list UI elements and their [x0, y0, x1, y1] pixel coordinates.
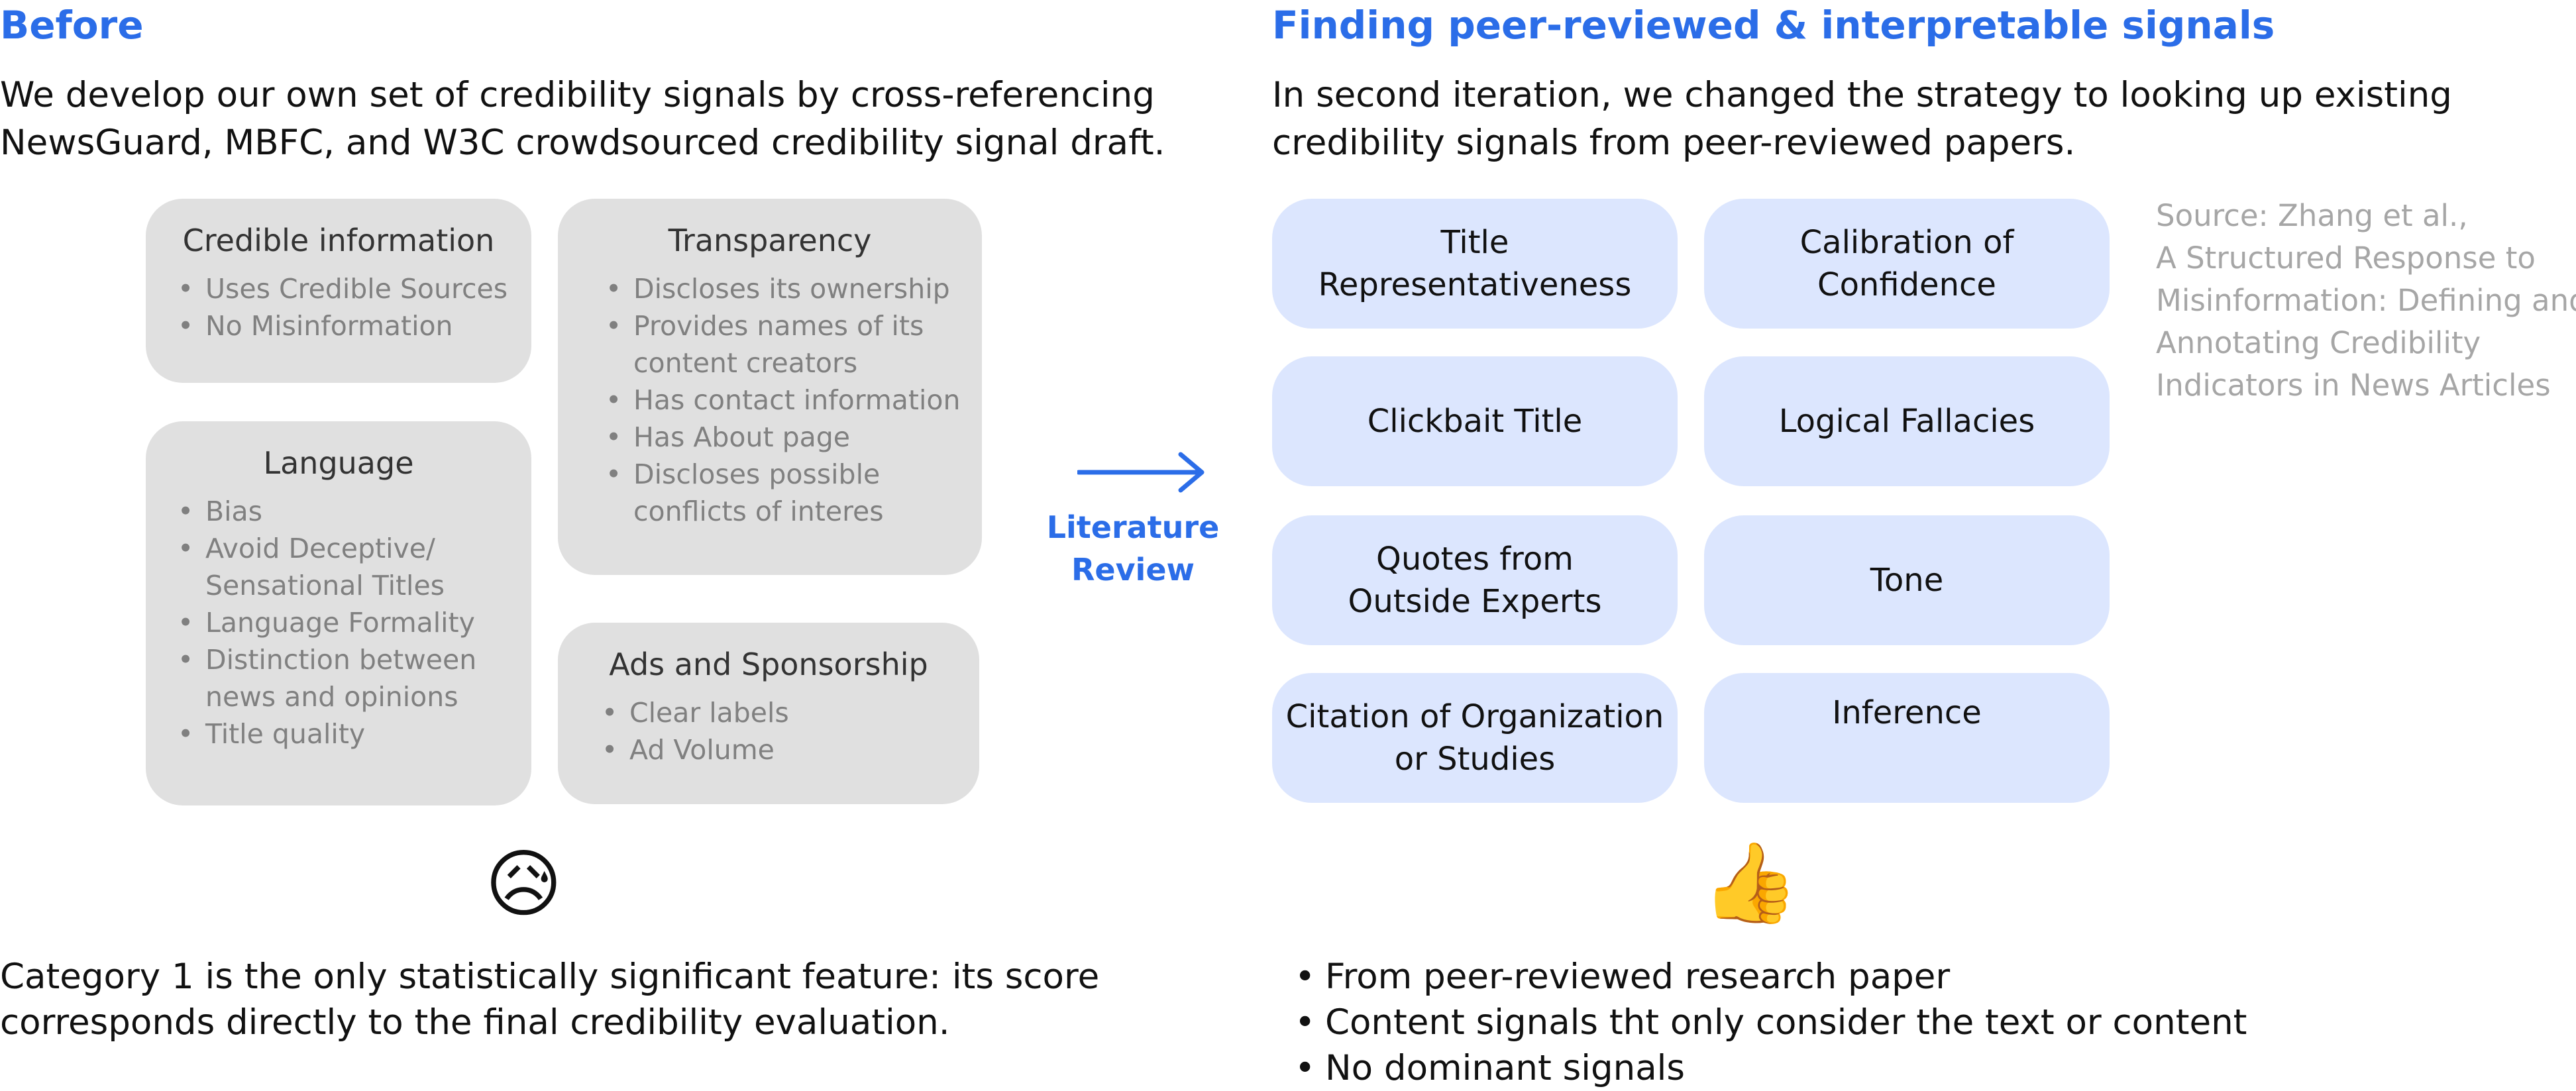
summary-line: corresponds directly to the final credib… — [0, 1002, 950, 1043]
signal-label: Calibration of Confidence — [1800, 221, 2014, 306]
source-line: A Structured Response to — [2156, 240, 2536, 276]
list-item-continuation: Sensational Titles — [205, 570, 445, 601]
box-list: Discloses its ownership Provides names o… — [558, 270, 982, 530]
source-citation: Source: Zhang et al., A Structured Respo… — [2156, 195, 2576, 407]
source-line: Source: Zhang et al., — [2156, 198, 2468, 233]
list-item: Clear labels — [602, 694, 979, 731]
list-item: Distinction between — [178, 641, 531, 678]
list-item: Title quality — [178, 715, 531, 753]
left-intro-line: NewsGuard, MBFC, and W3C crowdsourced cr… — [0, 123, 1165, 163]
list-item: Uses Credible Sources — [178, 270, 531, 307]
signal-line: Calibration of — [1799, 224, 2014, 261]
signal-line: Quotes from — [1376, 541, 1574, 578]
signal-label: Tone — [1870, 562, 1944, 599]
source-line: Annotating Credibility — [2156, 325, 2481, 360]
left-summary: Category 1 is the only statistically sig… — [0, 954, 1099, 1045]
list-item: Discloses possible — [606, 456, 982, 493]
list-item: No Misinformation — [178, 307, 531, 344]
list-item: Content signals tht only consider the te… — [1272, 1000, 2247, 1045]
list-item: No dominant signals — [1272, 1045, 2247, 1091]
thumbs-up-emoji: 👍 — [1701, 837, 1799, 928]
list-item: Has contact information — [606, 382, 982, 419]
signal-box-clickbait-title: Clickbait Title — [1272, 356, 1678, 486]
box-title: Transparency — [668, 223, 872, 258]
signal-line: Representativeness — [1318, 266, 1632, 303]
list-item-continuation: news and opinions — [205, 681, 458, 713]
literature-review-label: Literature Review — [1034, 506, 1232, 591]
list-item: Bias — [178, 493, 531, 530]
signal-box-inference: Inference — [1704, 673, 2110, 803]
list-item: Provides names of its — [606, 307, 982, 344]
signal-box-calibration-of-confidence: Calibration of Confidence — [1704, 199, 2110, 329]
signal-line: Outside Experts — [1348, 583, 1602, 620]
list-item-continuation: conflicts of interes — [633, 495, 884, 527]
list-item-continuation: content creators — [633, 347, 858, 379]
arrow-label-line: Literature — [1046, 509, 1220, 545]
signal-line: Confidence — [1817, 266, 1996, 303]
source-line: Indicators in News Articles — [2156, 368, 2551, 403]
summary-line: Category 1 is the only statistically sig… — [0, 957, 1100, 997]
signal-line: Title — [1440, 224, 1509, 261]
signal-box-citation-of-organization: Citation of Organization or Studies — [1272, 673, 1678, 803]
list-item: Avoid Deceptive/ — [178, 530, 531, 567]
signal-line: or Studies — [1394, 741, 1556, 778]
signal-label: Inference — [1832, 694, 1982, 731]
ads-sponsorship-box: Ads and Sponsorship Clear labels Ad Volu… — [558, 623, 979, 804]
sad-face-emoji: 😥 — [485, 841, 563, 927]
credible-information-box: Credible information Uses Credible Sourc… — [146, 199, 531, 383]
right-intro-line: In second iteration, we changed the stra… — [1272, 75, 2452, 115]
box-list: Uses Credible Sources No Misinformation — [146, 270, 531, 344]
source-line: Misinformation: Defining and — [2156, 283, 2576, 318]
list-item: From peer-reviewed research paper — [1272, 954, 2247, 1000]
signal-label: Clickbait Title — [1367, 403, 1583, 440]
arrow-label-line: Review — [1071, 552, 1195, 588]
list-item: Discloses its ownership — [606, 270, 982, 307]
right-bullet-list: From peer-reviewed research paper Conten… — [1272, 954, 2247, 1091]
right-arrow-icon — [1077, 452, 1205, 493]
signal-label: Logical Fallacies — [1778, 403, 2035, 440]
box-title: Credible information — [182, 223, 495, 258]
left-intro: We develop our own set of credibility si… — [0, 72, 1165, 167]
signal-label: Citation of Organization or Studies — [1286, 696, 1664, 780]
transparency-box: Transparency Discloses its ownership Pro… — [558, 199, 982, 575]
left-intro-line: We develop our own set of credibility si… — [0, 75, 1155, 115]
box-title: Language — [263, 445, 414, 481]
list-item: Ad Volume — [602, 731, 979, 768]
signal-line: Citation of Organization — [1285, 698, 1664, 735]
right-intro: In second iteration, we changed the stra… — [1272, 72, 2452, 167]
signal-box-tone: Tone — [1704, 515, 2110, 645]
box-list: Clear labels Ad Volume — [558, 694, 979, 768]
language-box: Language Bias Avoid Deceptive/ Sensation… — [146, 421, 531, 805]
signal-box-logical-fallacies: Logical Fallacies — [1704, 356, 2110, 486]
list-item: Has About page — [606, 419, 982, 456]
box-title: Ads and Sponsorship — [609, 647, 928, 682]
left-heading: Before — [0, 3, 144, 48]
right-intro-line: credibility signals from peer-reviewed p… — [1272, 123, 2076, 163]
list-item: Language Formality — [178, 604, 531, 641]
right-heading: Finding peer-reviewed & interpretable si… — [1272, 3, 2275, 48]
box-list: Bias Avoid Deceptive/ Sensational Titles… — [146, 493, 531, 753]
